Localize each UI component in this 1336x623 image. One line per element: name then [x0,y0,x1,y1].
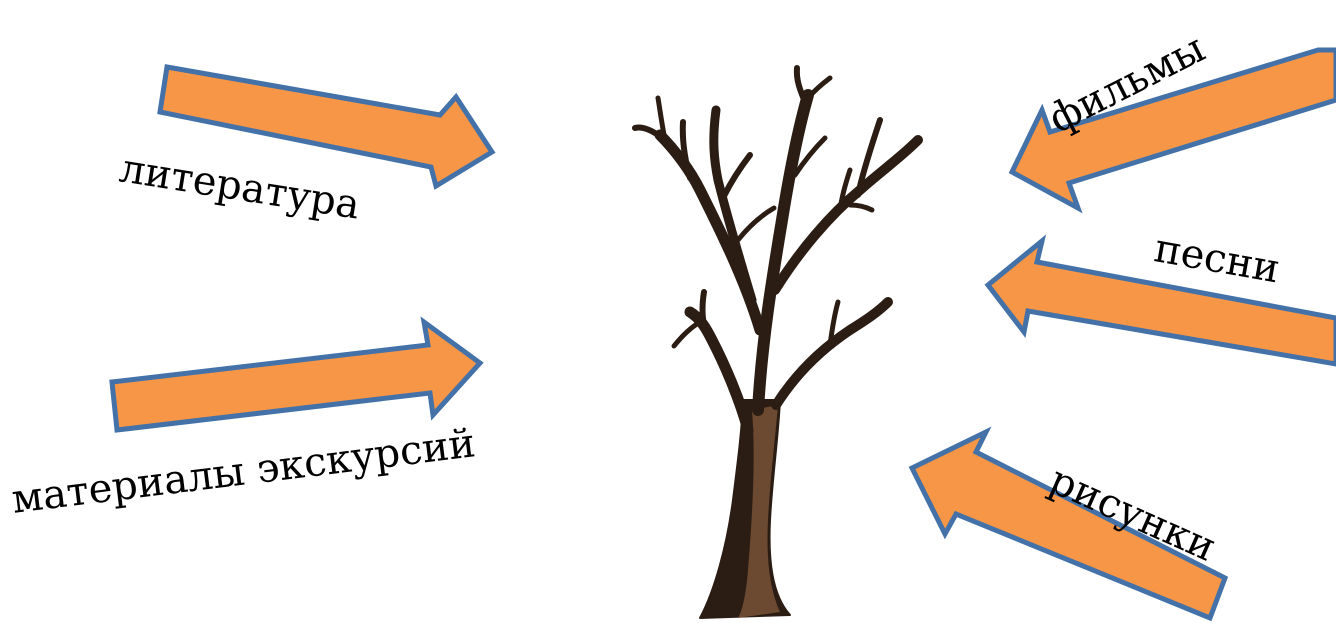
tree-twig-right-upper3 [847,202,875,213]
tree-branch-left-lower [684,306,754,436]
bare-tree-icon [632,65,923,619]
tree-twig-left-lower1 [699,289,708,333]
arrow-literature [157,64,496,190]
tree-twig-top-mid [792,135,828,178]
tree-twig-left-mid3 [735,205,777,243]
tree-branch-right-lower [771,297,893,410]
tree-twig-left-mid2 [721,152,753,199]
tree-trunk-highlight [738,405,780,618]
tree-twig-top-right [805,75,833,101]
arrow-songs [984,234,1336,367]
tree-twig-right-lower [827,299,841,348]
tree-branch-left-mid [709,105,757,305]
tree-twig-left-lower2 [671,319,703,349]
arrow-drawings [908,426,1229,622]
tree-twig-right-upper1 [855,117,883,198]
tree-twig-right-upper2 [837,167,853,213]
tree-stem-main [752,89,814,416]
tree-twig-left-mid [679,119,693,181]
tree-twig-top-left [793,65,808,105]
arrow-films [1008,47,1336,214]
tree-twig-left-up [655,95,668,143]
arrow-excursions [109,316,484,433]
tree-twig-left-far [632,124,665,141]
